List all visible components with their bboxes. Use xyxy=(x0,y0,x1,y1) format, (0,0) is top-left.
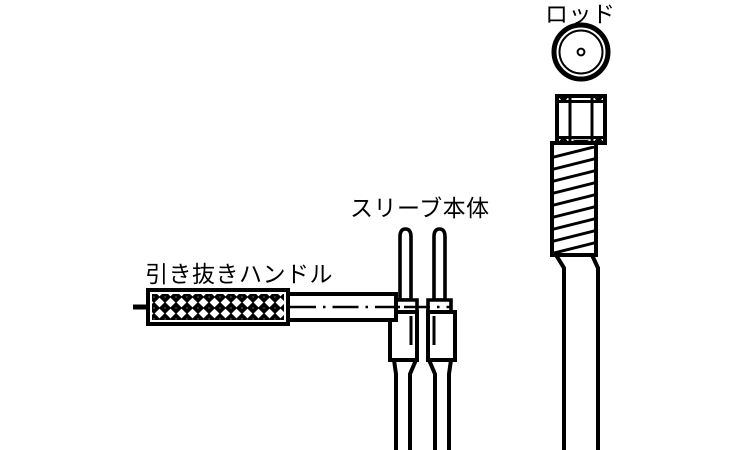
label-pull-handle: 引き抜きハンドル xyxy=(145,262,333,288)
lower-prong-left xyxy=(391,358,420,450)
thread-lines xyxy=(552,146,596,254)
sleeve-collar xyxy=(388,310,457,362)
hex-nut-top-view xyxy=(551,22,611,82)
hex-nut-side-view xyxy=(555,94,607,145)
label-sleeve-body: スリーブ本体 xyxy=(350,196,490,222)
knurl-texture xyxy=(152,294,284,320)
knurled-grip xyxy=(146,288,290,326)
lower-prong-right xyxy=(425,358,454,450)
plain-shaft xyxy=(552,253,600,450)
threaded-section xyxy=(550,141,598,257)
upper-prong-right xyxy=(426,227,453,314)
